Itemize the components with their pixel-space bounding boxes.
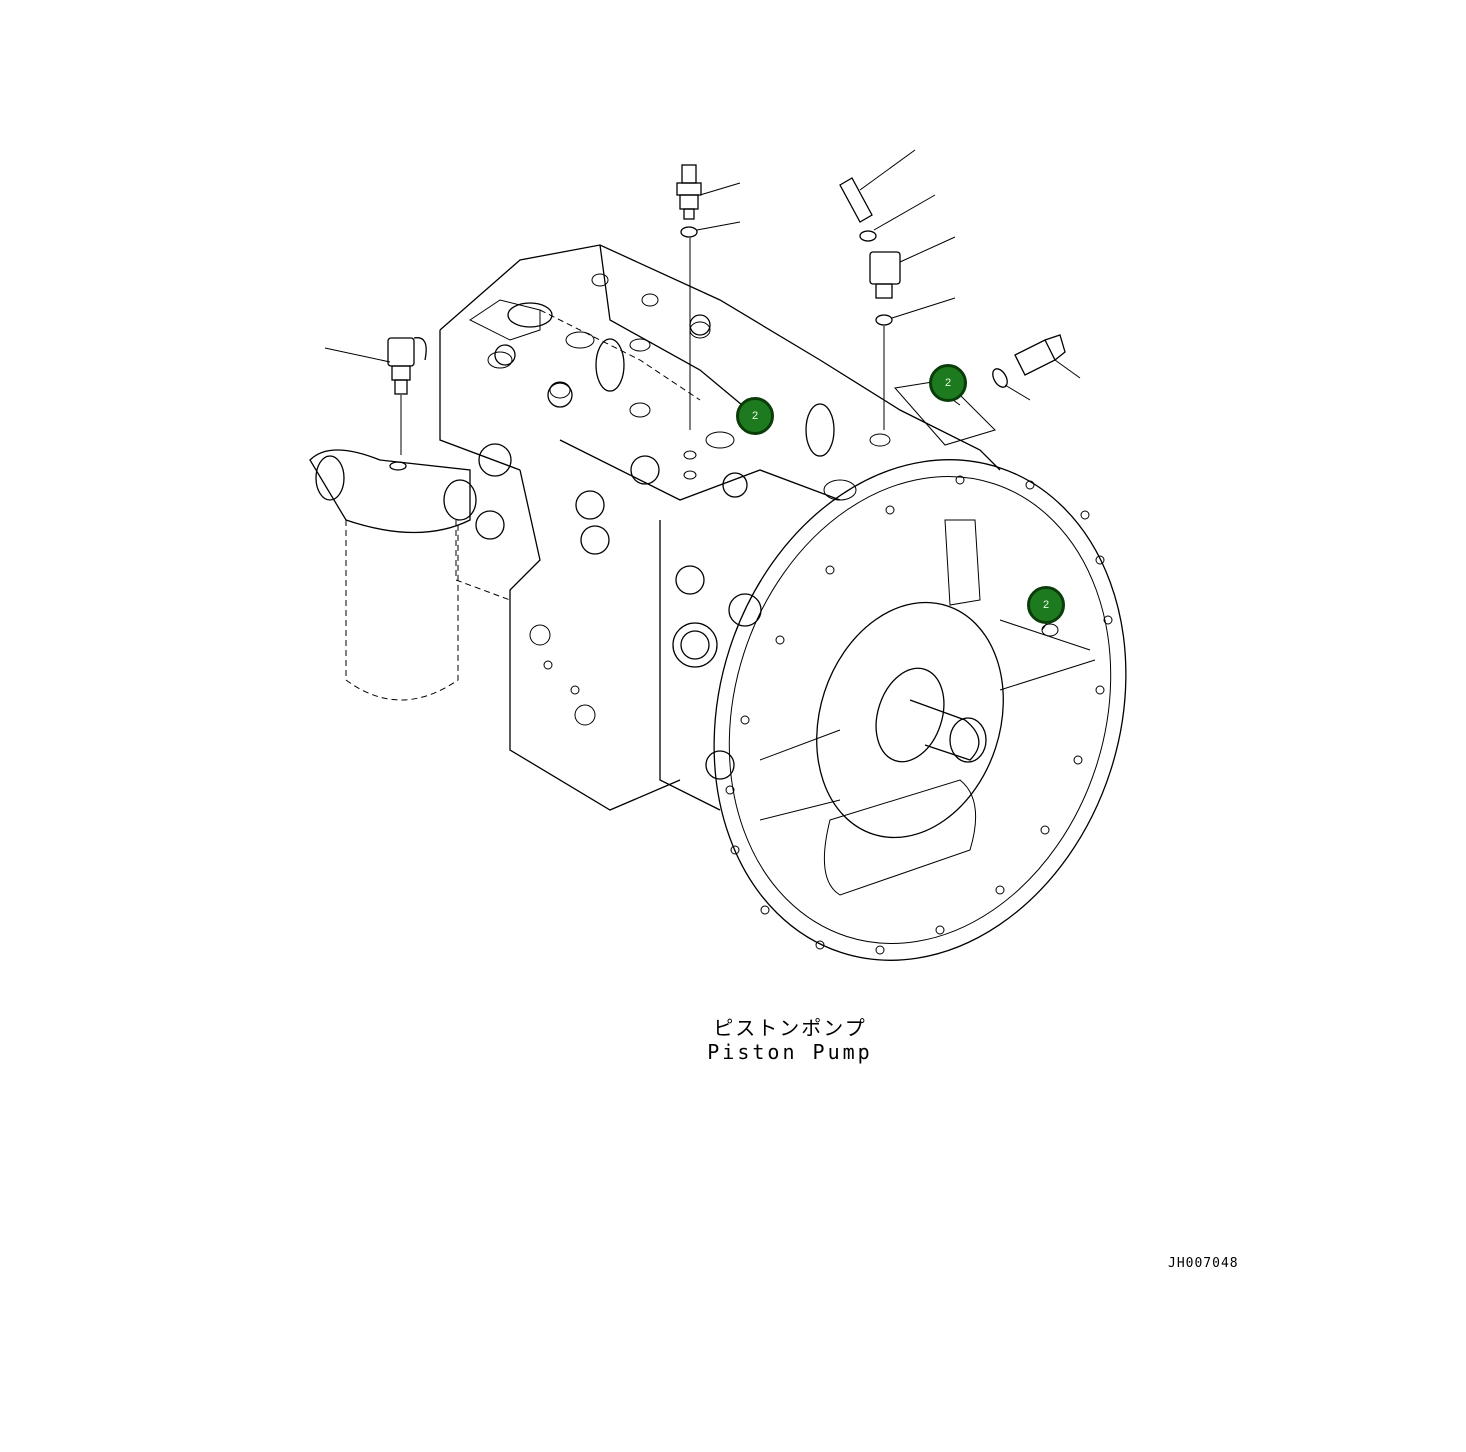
caption-english: Piston Pump — [707, 1040, 873, 1064]
caption-japanese: ピストンポンプ — [713, 1016, 867, 1040]
sensor-top-center — [676, 164, 741, 430]
pump-body — [439, 244, 1001, 811]
flywheel-housing — [713, 459, 1127, 961]
oil-filter — [309, 449, 477, 701]
callout-badge[interactable]: 2 — [1027, 586, 1065, 624]
sensor-left — [324, 337, 427, 455]
callout-badge[interactable]: 2 — [736, 397, 774, 435]
callout-badge[interactable]: 2 — [929, 364, 967, 402]
figure-id: JH007048 — [1168, 1256, 1239, 1271]
sensor-right — [894, 334, 1081, 446]
sensor-top-right — [839, 149, 956, 430]
